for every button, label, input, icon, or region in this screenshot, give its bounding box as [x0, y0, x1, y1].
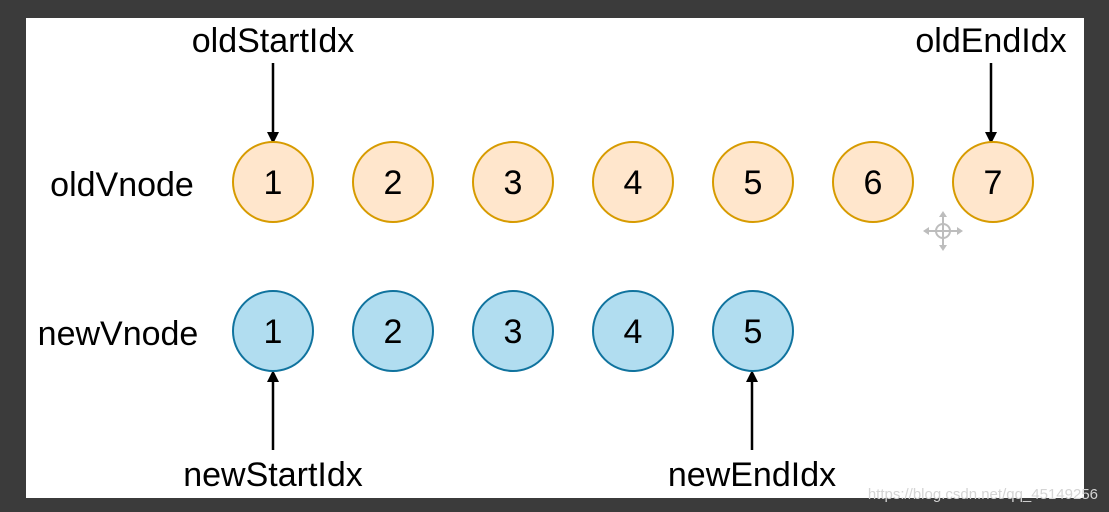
- old-vnode-node-6: 6: [832, 141, 914, 223]
- new-vnode-node-number: 3: [504, 313, 523, 351]
- old-vnode-node-number: 6: [864, 164, 883, 202]
- old-vnode-node-7: 7: [952, 141, 1034, 223]
- new-vnode-node-number: 1: [264, 313, 283, 351]
- new-vnode-node-circle: [592, 290, 674, 372]
- new-vnode-node-number: 4: [624, 313, 643, 351]
- new-vnode-node-2: 2: [352, 290, 434, 372]
- watermark-url: https://blog.csdn.net/qq_45149256: [868, 486, 1098, 503]
- old-vnode-node-3: 3: [472, 141, 554, 223]
- new-end-idx-label: newEndIdx: [668, 456, 836, 494]
- new-vnode-node-5: 5: [712, 290, 794, 372]
- old-vnode-node-5: 5: [712, 141, 794, 223]
- new-vnode-label: newVnode: [38, 315, 199, 353]
- old-vnode-node-circle: [592, 141, 674, 223]
- new-vnode-row: 1 2 3 4 5: [232, 290, 794, 372]
- old-vnode-label: oldVnode: [50, 166, 194, 204]
- new-vnode-node-circle: [352, 290, 434, 372]
- new-start-idx-label: newStartIdx: [183, 456, 363, 494]
- old-vnode-node-number: 5: [744, 164, 763, 202]
- old-vnode-node-circle: [952, 141, 1034, 223]
- old-vnode-node-1: 1: [232, 141, 314, 223]
- old-vnode-node-number: 7: [984, 164, 1003, 202]
- old-vnode-node-circle: [712, 141, 794, 223]
- new-vnode-node-1: 1: [232, 290, 314, 372]
- old-vnode-node-number: 3: [504, 164, 523, 202]
- new-vnode-node-circle: [712, 290, 794, 372]
- old-vnode-node-number: 2: [384, 164, 403, 202]
- old-end-idx-label: oldEndIdx: [915, 22, 1066, 60]
- old-vnode-node-number: 4: [624, 164, 643, 202]
- new-vnode-node-number: 5: [744, 313, 763, 351]
- old-vnode-node-circle: [352, 141, 434, 223]
- new-vnode-node-circle: [472, 290, 554, 372]
- old-vnode-node-circle: [832, 141, 914, 223]
- new-vnode-node-circle: [232, 290, 314, 372]
- old-vnode-node-number: 1: [264, 164, 283, 202]
- new-vnode-node-number: 2: [384, 313, 403, 351]
- old-vnode-node-circle: [232, 141, 314, 223]
- move-cursor-icon: [923, 211, 963, 251]
- old-vnode-node-2: 2: [352, 141, 434, 223]
- old-vnode-node-4: 4: [592, 141, 674, 223]
- old-vnode-row: 1 2 3 4 5 6 7: [232, 141, 1034, 223]
- old-start-idx-label: oldStartIdx: [192, 22, 355, 60]
- new-vnode-node-4: 4: [592, 290, 674, 372]
- old-vnode-node-circle: [472, 141, 554, 223]
- diagram-canvas: [26, 18, 1084, 498]
- new-vnode-node-3: 3: [472, 290, 554, 372]
